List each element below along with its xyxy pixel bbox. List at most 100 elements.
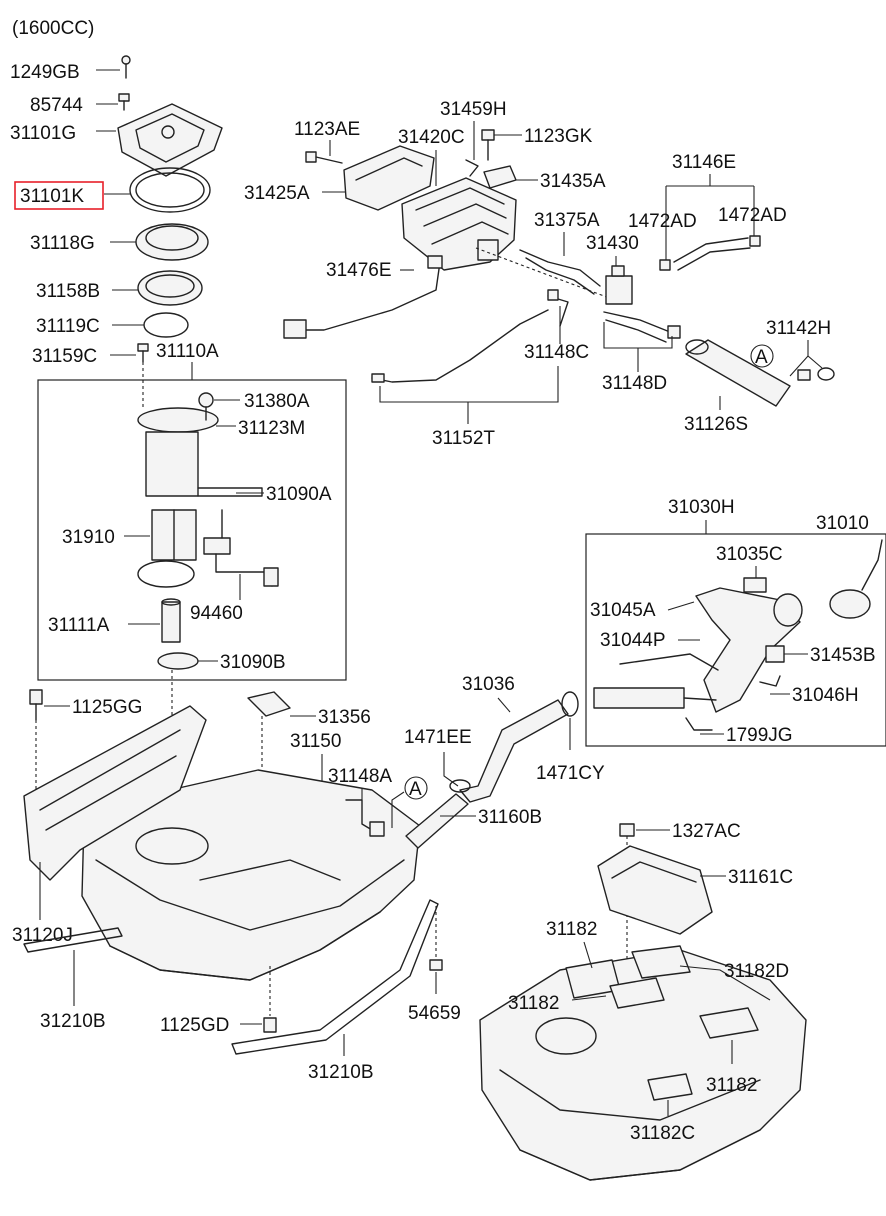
label-1123gk[interactable]: 1123GK [524, 126, 593, 147]
label-31160b[interactable]: 31160B [478, 807, 542, 828]
label-1471cy[interactable]: 1471CY [536, 763, 605, 784]
label-1327ac[interactable]: 1327AC [672, 821, 741, 842]
label-31120j[interactable]: 31120J [12, 925, 73, 946]
label-31030h[interactable]: 31030H [668, 497, 735, 518]
label-31430[interactable]: 31430 [586, 233, 639, 254]
label-31142h[interactable]: 31142H [766, 318, 831, 339]
bolt-1123gk-drawing [481, 129, 495, 161]
label-31435a[interactable]: 31435A [540, 171, 606, 192]
label-31046h[interactable]: 31046H [792, 685, 859, 706]
label-31210b-2[interactable]: 31210B [308, 1062, 374, 1083]
hose-31375a-drawing [475, 247, 621, 303]
label-31420c[interactable]: 31420C [398, 127, 465, 148]
label-31425a[interactable]: 31425A [244, 183, 310, 204]
label-31090b[interactable]: 31090B [220, 652, 286, 673]
label-31090a[interactable]: 31090A [266, 484, 332, 505]
label-31182-1[interactable]: 31182 [546, 919, 597, 940]
nut-54659-drawing [429, 906, 443, 971]
ring-31118g-drawing [135, 223, 209, 261]
label-1799jg[interactable]: 1799JG [726, 725, 793, 746]
label-31182-2[interactable]: 31182 [508, 993, 559, 1014]
label-31150[interactable]: 31150 [290, 731, 341, 752]
label-1471ee[interactable]: 1471EE [404, 727, 472, 748]
pump-assembly-box-31110a [37, 379, 347, 681]
nut-1327ac-drawing [619, 823, 635, 837]
label-31148c[interactable]: 31148C [524, 342, 589, 363]
canister-31420c-drawing [401, 177, 517, 271]
canister-31126s-drawing [685, 339, 791, 407]
filler-neck-drawing [593, 587, 803, 713]
canister-31161c-drawing [597, 845, 713, 935]
valve-31435a-drawing [483, 165, 517, 189]
label-31459h[interactable]: 31459H [440, 99, 507, 120]
label-31182c[interactable]: 31182C [630, 1123, 695, 1144]
fuel-cap-31010-drawing [829, 539, 883, 619]
label-1472ad-2[interactable]: 1472AD [718, 205, 787, 226]
label-31101k[interactable]: 31101K [20, 186, 84, 207]
label-31158b[interactable]: 31158B [36, 281, 100, 302]
label-31476e[interactable]: 31476E [326, 260, 392, 281]
label-31035c[interactable]: 31035C [716, 544, 783, 565]
label-31044p[interactable]: 31044P [600, 630, 666, 651]
label-54659[interactable]: 54659 [408, 1003, 461, 1024]
highlight-box-31101k [14, 181, 104, 210]
label-31453b[interactable]: 31453B [810, 645, 876, 666]
callout-a-canister: A [755, 347, 768, 368]
valve-31430-drawing [605, 265, 633, 305]
label-85744[interactable]: 85744 [30, 95, 83, 116]
label-31118g[interactable]: 31118G [30, 233, 95, 254]
label-31148d[interactable]: 31148D [602, 373, 667, 394]
label-31152t[interactable]: 31152T [432, 428, 495, 449]
label-31146e[interactable]: 31146E [672, 152, 736, 173]
fuel-tank-31150-drawing [81, 769, 421, 981]
label-31210b-1[interactable]: 31210B [40, 1011, 106, 1032]
sender-94460-drawing [203, 509, 279, 587]
label-1123ae[interactable]: 1123AE [294, 119, 360, 140]
tube-31152t-drawing [371, 309, 549, 383]
screw-85744-drawing [118, 93, 130, 111]
label-31910[interactable]: 31910 [62, 527, 115, 548]
clip-1799jg-drawing [685, 717, 713, 731]
pump-module-drawing [137, 392, 263, 497]
label-31111a[interactable]: 31111A [48, 615, 110, 636]
hose-31146e-drawing [673, 237, 751, 271]
label-31375a[interactable]: 31375A [534, 210, 600, 231]
cover-plate-31101g-drawing [117, 103, 223, 177]
label-31356[interactable]: 31356 [318, 707, 371, 728]
label-31182d[interactable]: 31182D [724, 961, 789, 982]
label-31148a[interactable]: 31148A [328, 766, 392, 787]
fitting-31142h-drawing [797, 367, 835, 381]
label-31159c[interactable]: 31159C [32, 346, 97, 367]
label-31036[interactable]: 31036 [462, 674, 515, 695]
bolt-1125gd-drawing [263, 966, 277, 1033]
label-31010[interactable]: 31010 [816, 513, 869, 534]
label-31119c[interactable]: 31119C [36, 316, 100, 337]
label-1249gb[interactable]: 1249GB [10, 62, 80, 83]
hose-31046h-drawing [759, 675, 781, 687]
label-31161c[interactable]: 31161C [728, 867, 793, 888]
label-94460[interactable]: 94460 [190, 603, 243, 624]
clip-31035c-drawing [743, 577, 767, 593]
label-1472ad-1[interactable]: 1472AD [628, 211, 697, 232]
fuel-pump-31111a-drawing [161, 598, 181, 643]
hose-31148-drawing [547, 289, 681, 343]
hose-31148a-drawing [345, 799, 385, 837]
label-31380a[interactable]: 31380A [244, 391, 310, 412]
callout-a-tank: A [409, 779, 422, 800]
clamp-1472ad-2 [749, 235, 761, 247]
fuel-tank-rear-drawing [479, 949, 807, 1181]
label-31182-3[interactable]: 31182 [706, 1075, 757, 1096]
label-31126s[interactable]: 31126S [684, 414, 748, 435]
label-1125gg[interactable]: 1125GG [72, 697, 142, 718]
label-31101g[interactable]: 31101G [10, 123, 76, 144]
clamp-1471cy-drawing [561, 691, 579, 717]
label-31045a[interactable]: 31045A [590, 600, 656, 621]
label-31110a[interactable]: 31110A [156, 341, 219, 362]
harness-31476e-drawing [283, 255, 443, 339]
strap-31210b-left-drawing [23, 927, 123, 953]
label-31123m[interactable]: 31123M [238, 418, 305, 439]
clamp-1471ee-drawing [449, 779, 471, 793]
label-1125gd[interactable]: 1125GD [160, 1015, 229, 1036]
